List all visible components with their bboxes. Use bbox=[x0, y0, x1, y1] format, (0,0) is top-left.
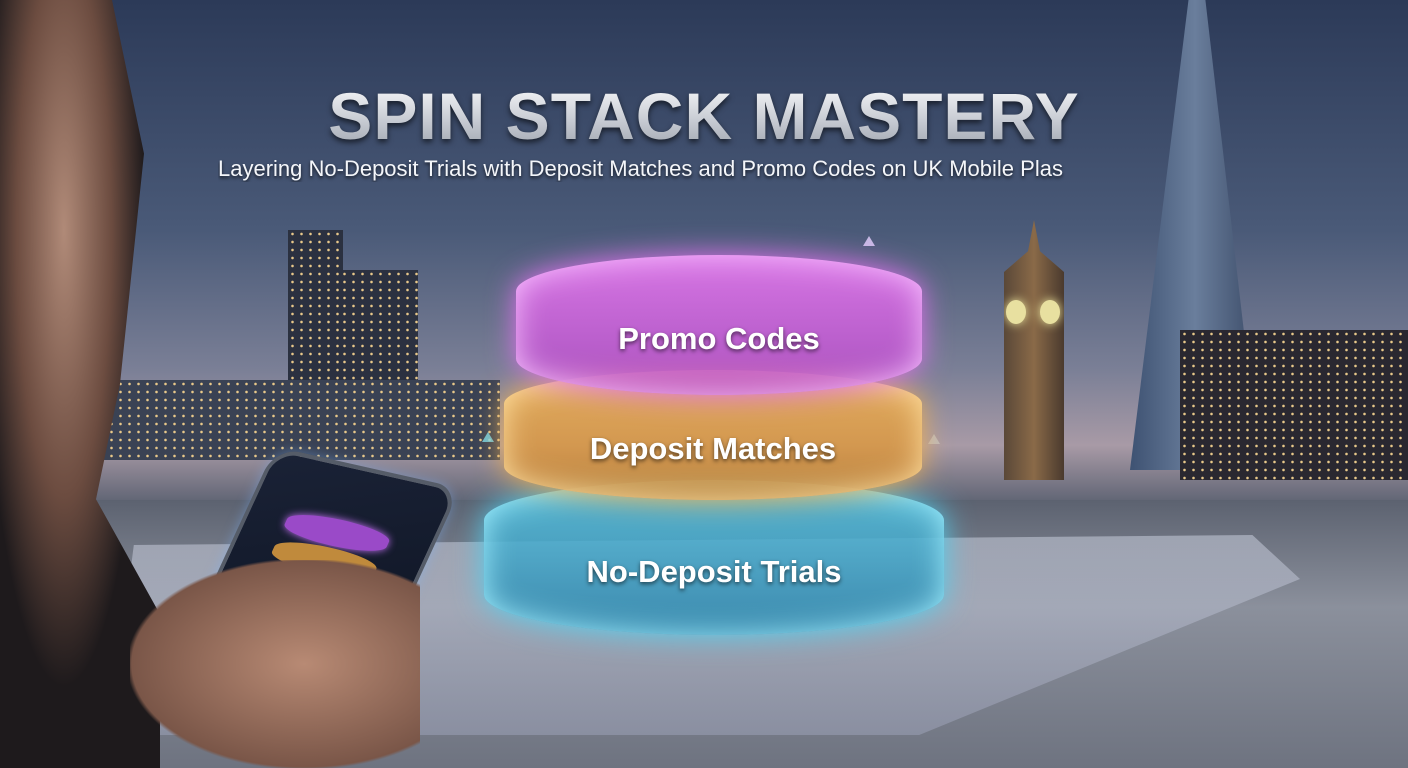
building bbox=[1180, 330, 1408, 480]
layer-no-deposit-trials: No-Deposit Trials bbox=[484, 480, 944, 635]
layer-promo-codes: Promo Codes bbox=[516, 255, 922, 395]
building bbox=[80, 380, 500, 460]
layer-label: No-Deposit Trials bbox=[586, 553, 842, 589]
layer-label: Promo Codes bbox=[618, 321, 820, 356]
page-title: SPIN STACK MASTERY bbox=[0, 78, 1408, 154]
hands bbox=[130, 560, 420, 768]
arrow-up-icon bbox=[928, 434, 940, 444]
arrow-up-icon bbox=[863, 236, 875, 246]
layer-deposit-matches: Deposit Matches bbox=[504, 370, 922, 500]
layer-label: Deposit Matches bbox=[589, 431, 837, 466]
subtitle: Layering No-Deposit Trials with Deposit … bbox=[218, 156, 1063, 181]
arrow-up-icon bbox=[482, 432, 494, 442]
big-ben-tower bbox=[1004, 220, 1064, 480]
